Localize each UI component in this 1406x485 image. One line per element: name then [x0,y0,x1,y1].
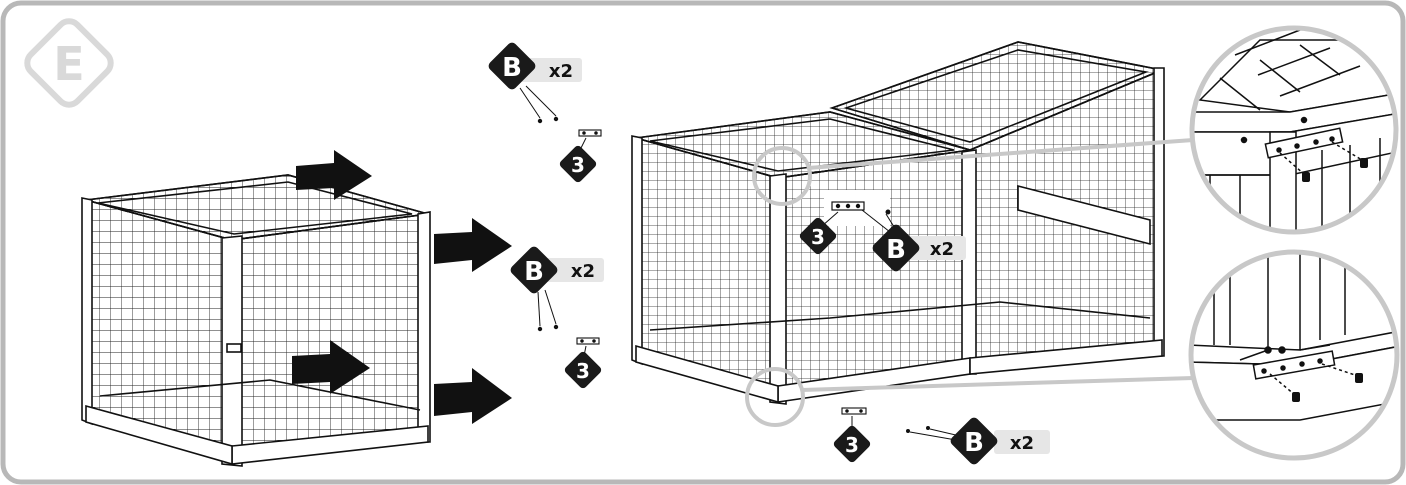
screw-icon [885,209,891,215]
arrow-right-icon [434,368,512,424]
bracket-callout: 3 [564,337,602,389]
arrow-right-icon [434,218,512,272]
bracket-callout: 3 [833,407,871,463]
arrow-right-icon [292,340,370,394]
bracket-code: 3 [576,359,590,383]
bracket-plate-icon [576,337,600,345]
screw-icon [537,324,559,332]
hardware-code: B [886,235,906,265]
hardware-qty: x2 [1010,433,1034,454]
screw-icon [1292,392,1300,402]
screw-icon [537,116,559,124]
screw-icon [1355,373,1363,383]
left-cage-module [81,174,431,467]
bracket-plate-icon [831,201,865,211]
hardware-code: B [502,53,522,83]
magnifier-circle-icon [752,146,812,206]
magnifier-circle-icon [745,367,805,427]
hardware-qty: x2 [930,239,954,260]
bracket-code: 3 [571,153,585,177]
hardware-qty: x2 [549,61,573,82]
bracket-callout: 3 [559,129,602,183]
step-label: E [53,37,84,91]
bracket-plate-icon [578,129,602,137]
hardware-callout: B x2 [488,42,582,124]
bracket-code: 3 [811,225,825,249]
hardware-code: B [524,257,544,287]
bracket-plate-icon [841,407,867,415]
hardware-callout: B x2 [510,246,604,332]
zoom-detail-top [1189,25,1399,235]
hardware-callout: B x2 [861,209,966,272]
hardware-code: B [964,428,984,458]
hardware-callout: B x2 [906,417,1050,465]
arrow-right-icon [296,150,372,200]
screw-icon [906,426,930,433]
screw-icon [1360,158,1368,168]
step-badge: E [24,18,114,108]
bracket-callout: 3 [799,211,839,255]
assembled-cage [631,41,1165,405]
hardware-qty: x2 [571,261,595,282]
screw-icon [1302,172,1310,182]
zoom-detail-bottom [1188,249,1400,461]
bracket-code: 3 [845,433,859,457]
